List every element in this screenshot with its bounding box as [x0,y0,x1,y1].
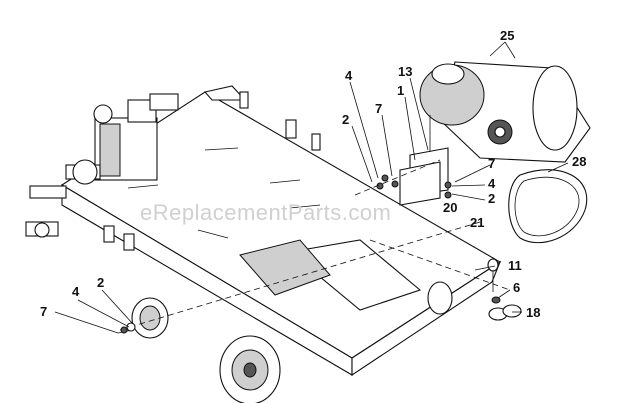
compressor-assembly [409,61,591,196]
callout-1: 1 [397,83,404,98]
chassis-frame [60,85,502,377]
callout-25: 25 [500,28,514,43]
callout-4-right: 4 [488,176,496,191]
callout-7-left: 7 [40,304,47,319]
wheel-front [219,335,281,403]
mount-bracket [376,161,452,206]
hardware-11-6-18 [487,258,522,321]
belt-part-28 [508,169,588,244]
engine-assembly [25,93,179,238]
watermark: eReplacementParts.com [140,200,391,225]
leader-lines [54,41,569,334]
callout-4: 4 [345,68,353,83]
callout-2-right: 2 [488,191,495,206]
wheel-right [427,281,453,315]
callout-4-left: 4 [72,284,80,299]
callout-2: 2 [342,112,349,127]
callout-28: 28 [572,154,586,169]
callout-6: 6 [513,280,520,295]
callout-18: 18 [526,305,540,320]
callout-7-right: 7 [488,156,495,171]
wheel-left [131,297,169,339]
callout-20: 20 [443,200,457,215]
hardware-7-4-2 [117,322,136,334]
callout-13: 13 [398,64,412,79]
callout-2-left: 2 [97,275,104,290]
callout-7: 7 [375,101,382,116]
callout-11: 11 [508,258,522,273]
callout-21: 21 [470,215,484,230]
